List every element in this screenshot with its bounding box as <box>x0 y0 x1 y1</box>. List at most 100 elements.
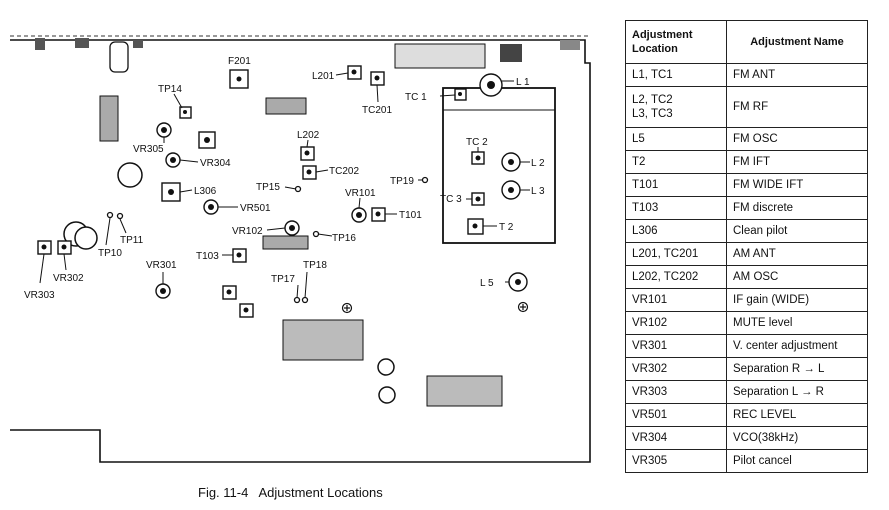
board-diagram: F201 TP14 VR305 VR304 L306 VR501 TP10 TP… <box>10 35 591 463</box>
label-tc2: TC 2 <box>466 137 488 148</box>
mount-hole-1 <box>341 302 353 314</box>
top-connector-2 <box>500 44 522 62</box>
label-tp18: TP18 <box>303 260 327 271</box>
adjustment-name: Clean pilot <box>726 219 868 243</box>
tp11-point <box>116 212 124 220</box>
label-l5: L 5 <box>480 278 494 289</box>
ic-2 <box>99 95 119 142</box>
header-name: Adjustment Name <box>726 20 868 64</box>
label-vr304: VR304 <box>200 158 231 169</box>
label-vr302: VR302 <box>53 273 84 284</box>
label-tp16: TP16 <box>332 233 356 244</box>
adjustment-name: FM WIDE IFT <box>726 173 868 197</box>
adjustment-name: AM OSC <box>726 265 868 289</box>
label-l201: L201 <box>312 71 335 82</box>
adjustment-location: L202, TC202 <box>625 265 727 289</box>
adjustment-name: Separation L → R <box>726 380 868 404</box>
adjustment-location: VR305 <box>625 449 727 473</box>
adjustment-name: FM OSC <box>726 127 868 151</box>
adjustment-name: FM RF <box>726 86 868 128</box>
adjustment-table: Adjustment Location Adjustment Name L1, … <box>625 20 868 473</box>
adjustment-location: T2 <box>625 150 727 174</box>
adjustment-name: FM discrete <box>726 196 868 220</box>
label-vr501: VR501 <box>240 203 271 214</box>
ic-3 <box>262 235 309 250</box>
ic-1 <box>265 97 307 115</box>
adjustment-name: V. center adjustment <box>726 334 868 358</box>
label-tp19: TP19 <box>390 176 414 187</box>
figure-caption: Fig. 11-4 Adjustment Locations <box>198 485 383 500</box>
adjustment-location: VR101 <box>625 288 727 312</box>
ic-5 <box>426 375 503 407</box>
adjustment-location: T103 <box>625 196 727 220</box>
mount-hole-2 <box>517 301 529 313</box>
label-l3: L 3 <box>531 186 545 197</box>
adjustment-name: Separation R → L <box>726 357 868 381</box>
label-tp11: TP11 <box>120 235 144 246</box>
tp10-point <box>106 211 114 219</box>
pcb-outline <box>10 39 591 463</box>
ic-4 <box>282 319 364 361</box>
label-tc1: TC 1 <box>405 92 427 103</box>
label-tc201: TC201 <box>362 105 392 116</box>
label-l202: L202 <box>297 130 320 141</box>
label-vr102: VR102 <box>232 226 263 237</box>
adjustment-location: L1, TC1 <box>625 63 727 87</box>
label-t2: T 2 <box>499 222 514 233</box>
chassis-tab-3 <box>133 40 143 48</box>
adjustment-name: REC LEVEL <box>726 403 868 427</box>
label-tp10: TP10 <box>98 248 122 259</box>
adjustment-location: VR302 <box>625 357 727 381</box>
label-tc3: TC 3 <box>440 194 462 205</box>
capacitor-3 <box>74 226 98 250</box>
adjustment-location: VR301 <box>625 334 727 358</box>
label-vr301: VR301 <box>146 260 177 271</box>
tp19-point <box>421 176 429 184</box>
label-tp17: TP17 <box>271 274 295 285</box>
label-f201: F201 <box>228 56 251 67</box>
label-l2: L 2 <box>531 158 545 169</box>
label-l306: L306 <box>194 186 217 197</box>
adjustment-location: L5 <box>625 127 727 151</box>
tp15-point <box>294 185 302 193</box>
label-l1: L 1 <box>516 77 530 88</box>
capacitor-5 <box>378 386 396 404</box>
capacitor-1 <box>117 162 143 188</box>
adjustment-location: L201, TC201 <box>625 242 727 266</box>
table-header-row: Adjustment Location Adjustment Name <box>625 20 868 64</box>
adjustment-name: VCO(38kHz) <box>726 426 868 450</box>
capacitor-left-large <box>109 41 129 73</box>
label-vr101: VR101 <box>345 188 376 199</box>
adjustment-name: Pilot cancel <box>726 449 868 473</box>
label-vr303: VR303 <box>24 290 55 301</box>
right-bracket <box>560 40 580 50</box>
adjustment-location: VR102 <box>625 311 727 335</box>
label-t101: T101 <box>399 210 422 221</box>
tp16-point <box>312 230 320 238</box>
label-vr305: VR305 <box>133 144 164 155</box>
adjustment-name: MUTE level <box>726 311 868 335</box>
adjustment-location: VR501 <box>625 403 727 427</box>
label-tp14: TP14 <box>158 84 182 95</box>
adjustment-name: AM ANT <box>726 242 868 266</box>
adjustment-name: IF gain (WIDE) <box>726 288 868 312</box>
top-connector <box>394 43 486 69</box>
label-tc202: TC202 <box>329 166 359 177</box>
